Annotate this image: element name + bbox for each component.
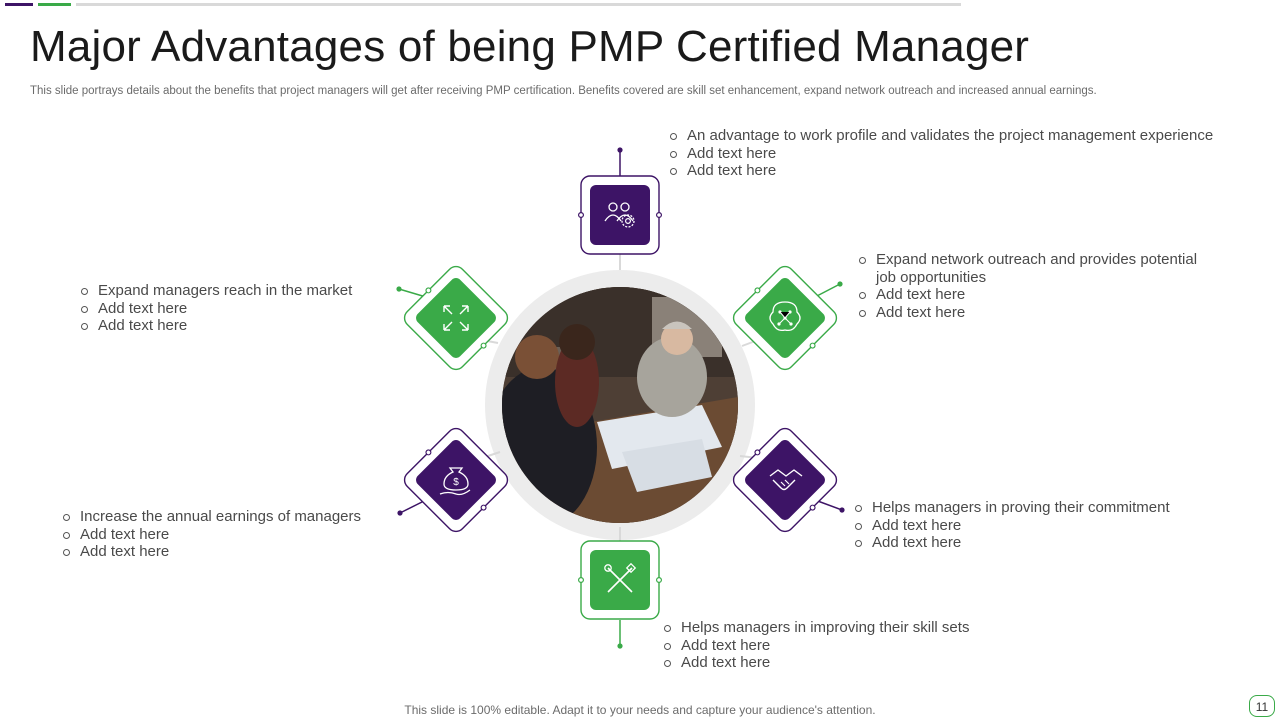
meeting-photo [502, 287, 738, 523]
bullet-item: An advantage to work profile and validat… [669, 127, 1229, 145]
connector-dot [839, 507, 845, 513]
bullet-item: Add text here [80, 317, 380, 335]
bullet-item: Add text here [854, 534, 1214, 552]
connector-dot [617, 643, 623, 649]
bullets-upper-left: Expand managers reach in the market Add … [80, 282, 380, 335]
bullet-item: Helps managers in improving their skill … [663, 619, 1023, 637]
page-number: 11 [1249, 695, 1275, 717]
slide-footer: This slide is 100% editable. Adapt it to… [404, 703, 876, 717]
expand-arrows-icon [443, 305, 469, 331]
bullet-item: Add text here [663, 654, 1023, 672]
bullet-item: Add text here [62, 543, 382, 561]
bullets-bottom: Helps managers in improving their skill … [663, 619, 1023, 672]
bullets-lower-right: Helps managers in proving their commitme… [854, 499, 1214, 552]
bullet-item: Expand managers reach in the market [80, 282, 380, 300]
money-bag-hand-icon: $ [439, 467, 471, 496]
connector-dot [396, 286, 402, 292]
bullet-item: Add text here [62, 526, 382, 544]
bullet-item: Add text here [80, 300, 380, 318]
handshake-icon [769, 469, 803, 491]
tile-lower-left [403, 427, 509, 533]
top-accent-gray [76, 3, 961, 6]
connector-dot [837, 281, 843, 287]
slide-title: Major Advantages of being PMP Certified … [30, 22, 1030, 71]
bullets-upper-right: Expand network outreach and provides pot… [858, 251, 1203, 321]
top-accent-purple [5, 3, 33, 6]
bullet-item: Add text here [669, 145, 1229, 163]
brain-network-icon [769, 301, 801, 332]
bullet-item: Add text here [669, 162, 1229, 180]
bullet-item: Helps managers in proving their commitme… [854, 499, 1214, 517]
top-accent-green [38, 3, 71, 6]
bullet-item: Add text here [858, 304, 1203, 322]
tools-icon [604, 562, 637, 593]
bullet-item: Add text here [858, 286, 1203, 304]
bullet-item: Add text here [663, 637, 1023, 655]
connector-dot [617, 147, 623, 153]
people-gear-icon [604, 202, 635, 228]
svg-text:$: $ [453, 477, 459, 488]
bullet-item: Expand network outreach and provides pot… [858, 251, 1203, 286]
bullet-item: Add text here [854, 517, 1214, 535]
bullets-lower-left: Increase the annual earnings of managers… [62, 508, 382, 561]
tile-top [577, 175, 662, 255]
tile-upper-left [403, 265, 509, 371]
slide-subtitle: This slide portrays details about the be… [30, 85, 1097, 97]
bullets-top: An advantage to work profile and validat… [669, 127, 1229, 180]
connector-dot [397, 510, 403, 516]
bullet-item: Increase the annual earnings of managers [62, 508, 382, 526]
